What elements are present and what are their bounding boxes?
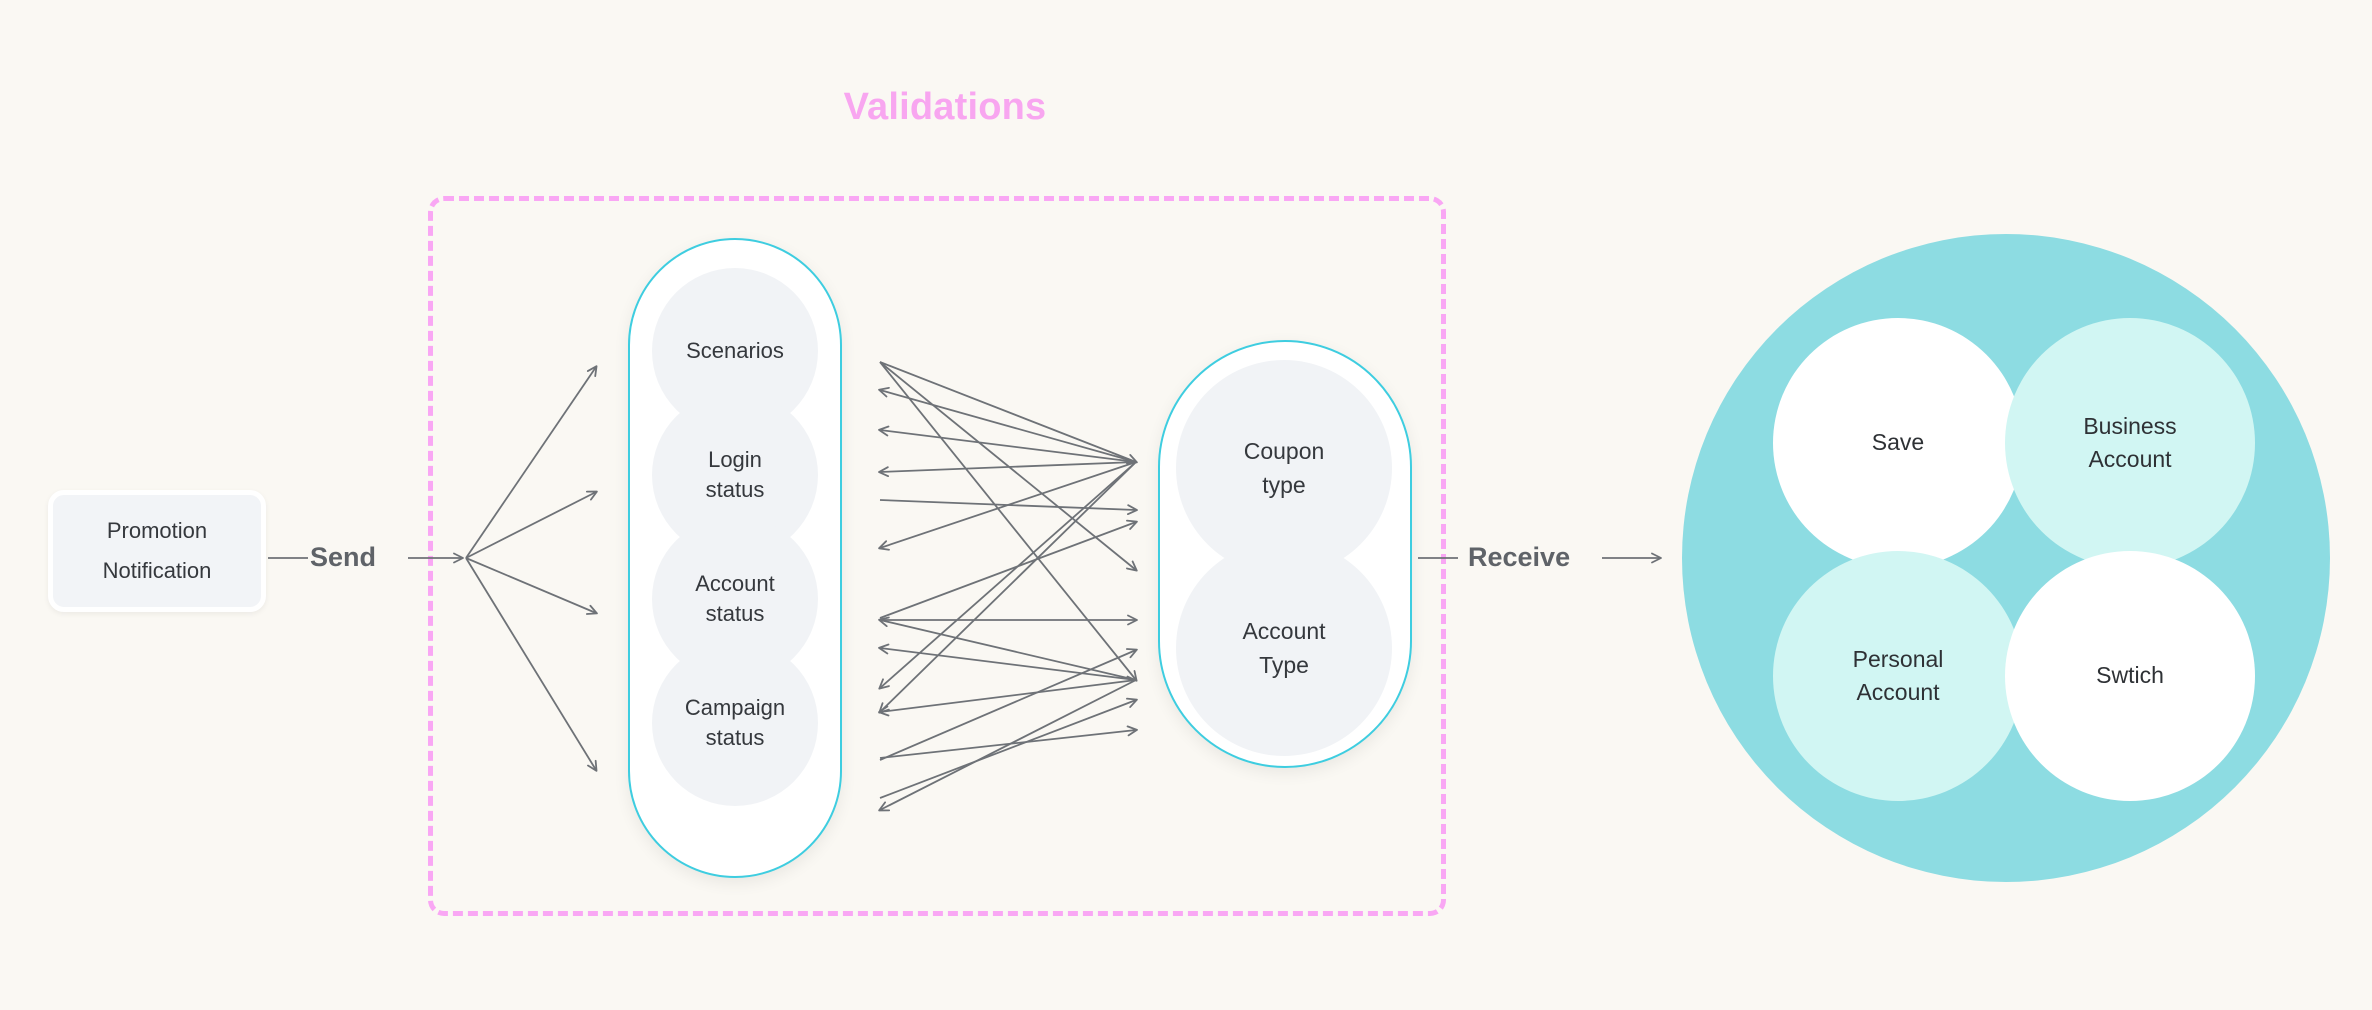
outcome-cluster-background xyxy=(1682,234,2330,882)
promotion-notification-line1: Promotion xyxy=(106,518,208,543)
node-label-line1: Scenarios xyxy=(686,338,784,364)
outcome-business-account[interactable]: Business Account xyxy=(2005,318,2255,568)
outcome-label-line1: Save xyxy=(1871,429,1925,456)
validation-node-login-status[interactable]: Login status xyxy=(652,392,818,558)
node-label-line2: Type xyxy=(1259,652,1309,678)
node-label-line1: Account xyxy=(1242,617,1326,644)
outcome-label-line2: Account xyxy=(1856,679,1940,705)
outcome-personal-account[interactable]: Personal Account xyxy=(1773,551,2023,801)
node-label-line2: type xyxy=(1262,472,1306,498)
node-label-line2: status xyxy=(705,601,765,626)
page-title: Validations xyxy=(843,86,1047,128)
receive-label: Receive xyxy=(1468,542,1571,572)
validation-node-account-type[interactable]: Account Type xyxy=(1176,540,1392,756)
outcome-label-line1: Personal xyxy=(1852,645,1944,672)
validations-region xyxy=(428,196,1446,916)
outcome-save[interactable]: Save xyxy=(1773,318,2023,568)
promotion-notification-card[interactable]: Promotion Notification xyxy=(48,490,266,612)
node-label-line1: Coupon xyxy=(1243,437,1325,464)
node-label-line2: status xyxy=(705,725,765,750)
node-label-line1: Login xyxy=(708,447,762,473)
promotion-notification-line2: Notification xyxy=(102,558,212,583)
outcome-label-line2: Account xyxy=(2088,446,2172,472)
outcome-switch[interactable]: Swtich xyxy=(2005,551,2255,801)
node-label-line1: Campaign xyxy=(684,695,786,721)
outcome-label-line1: Swtich xyxy=(2096,662,2164,689)
node-label-line1: Account xyxy=(695,571,775,597)
node-label-line2: status xyxy=(705,477,765,502)
outcome-label-line1: Business xyxy=(2083,412,2177,439)
send-label: Send xyxy=(310,542,377,572)
validation-node-campaign-status[interactable]: Campaign status xyxy=(652,640,818,806)
